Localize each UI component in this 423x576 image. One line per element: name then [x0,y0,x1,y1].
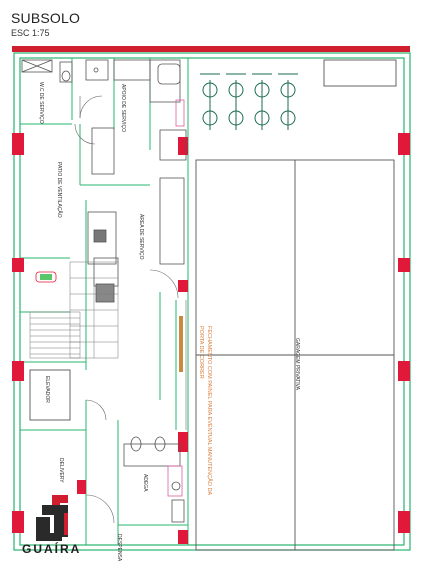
brand-logo-icon [36,495,68,541]
garage-spaces [195,59,397,551]
bike-icon [200,73,220,130]
room-label-adega: ADEGA [142,474,148,492]
adega-furniture [123,436,185,523]
stair [29,261,119,359]
apoio-furniture [113,59,187,161]
bike-icon [278,73,298,130]
columns [12,133,410,544]
service-area-fixtures [87,127,185,303]
bike-icon [252,73,272,130]
doors [74,95,179,524]
note-fechamento-line-2: PORTA DE CORRER [198,326,204,379]
elevator-shaft [29,369,71,421]
note-fechamento-line-1: FECHAMENTO COM PAINEL PARA EVENTUAL MANU… [206,326,213,496]
top-beam [12,46,410,52]
interior-walls [20,58,189,545]
room-label-elevador: ELEVADOR [44,376,50,403]
brand-name: GUAÍRA [22,542,82,556]
room-label-apoio: APOIO DE SERVIÇO [120,84,126,132]
bike-rack-icons [200,73,298,130]
room-label-wc: W.C DE SERVIÇO [38,82,44,124]
room-label-delivery: DELIVERY [58,458,64,483]
room-label-area-servico: ÁREA DE SERVIÇO [138,214,145,260]
sliding-door [179,300,187,430]
room-label-despensa: DESPENSA [116,534,122,562]
bike-icon [226,73,246,130]
room-label-patio: PATIO DE VENTILAÇÃO [56,162,63,218]
plan-title: SUBSOLO [11,10,81,26]
plan-scale: ESC 1:75 [11,28,50,38]
wc-fixtures [21,59,109,83]
room-label-garagem: GARAGEM PRIVATIVA [294,338,300,391]
gas-tank-icon [35,271,57,283]
